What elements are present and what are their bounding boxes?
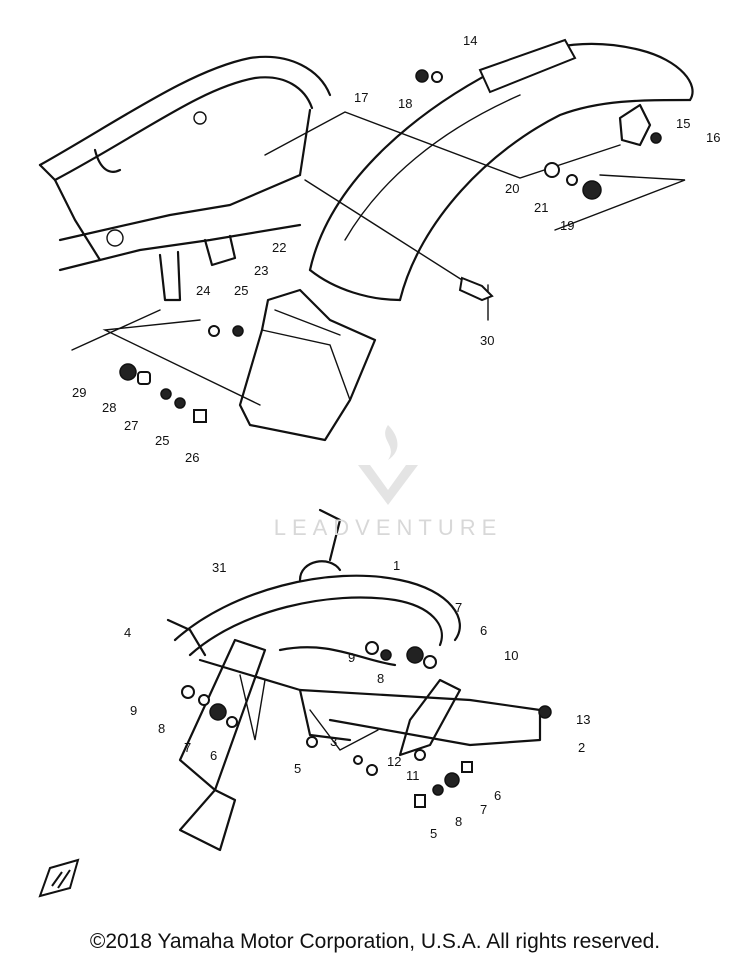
callout-26: 26 bbox=[185, 450, 199, 465]
callout-15: 15 bbox=[676, 116, 690, 131]
front-fender bbox=[166, 508, 461, 852]
callout-8a: 8 bbox=[377, 671, 384, 686]
callout-19: 19 bbox=[560, 218, 574, 233]
callout-7a: 7 bbox=[455, 600, 462, 615]
callout-5b: 5 bbox=[430, 826, 437, 841]
callout-13: 13 bbox=[576, 712, 590, 727]
callout-5a: 5 bbox=[294, 761, 301, 776]
callout-24: 24 bbox=[196, 283, 210, 298]
callout-2: 2 bbox=[578, 740, 585, 755]
callout-14: 14 bbox=[463, 33, 477, 48]
top-callouts: 14 17 18 15 16 20 21 19 22 23 24 25 30 2… bbox=[72, 33, 720, 465]
bottom-hardware bbox=[181, 641, 552, 808]
fender-stays bbox=[198, 646, 542, 757]
callout-31: 31 bbox=[212, 560, 226, 575]
front-direction-arrow-icon bbox=[38, 858, 82, 903]
callout-7b: 7 bbox=[184, 740, 191, 755]
bottom-leader-lines bbox=[239, 674, 379, 751]
callout-29: 29 bbox=[72, 385, 86, 400]
callout-4: 4 bbox=[124, 625, 131, 640]
callout-17: 17 bbox=[354, 90, 368, 105]
callout-8c: 8 bbox=[455, 814, 462, 829]
callout-30: 30 bbox=[480, 333, 494, 348]
callout-1: 1 bbox=[393, 558, 400, 573]
callout-3: 3 bbox=[330, 734, 337, 749]
leadventure-logo-icon bbox=[358, 425, 418, 505]
callout-6b: 6 bbox=[210, 748, 217, 763]
frame-seat-outline bbox=[38, 55, 332, 351]
watermark: LEADVENTURE bbox=[268, 420, 508, 541]
callout-6c: 6 bbox=[494, 788, 501, 803]
top-hardware bbox=[119, 69, 662, 423]
watermark-text: LEADVENTURE bbox=[273, 515, 503, 540]
callout-8b: 8 bbox=[158, 721, 165, 736]
callout-22: 22 bbox=[272, 240, 286, 255]
callout-12: 12 bbox=[387, 754, 401, 769]
mud-flap bbox=[238, 288, 377, 442]
callout-28: 28 bbox=[102, 400, 116, 415]
callout-10: 10 bbox=[504, 648, 518, 663]
callout-20: 20 bbox=[505, 181, 519, 196]
copyright-notice: ©2018 Yamaha Motor Corporation, U.S.A. A… bbox=[89, 930, 661, 953]
callout-16: 16 bbox=[706, 130, 720, 145]
rear-fender bbox=[308, 38, 694, 302]
callout-25a: 25 bbox=[234, 283, 248, 298]
top-leader-lines bbox=[102, 111, 686, 406]
callout-21: 21 bbox=[534, 200, 548, 215]
bottom-callouts: 31 1 4 7 6 9 8 10 9 8 7 6 13 5 3 2 12 11… bbox=[124, 558, 590, 841]
callout-7c: 7 bbox=[480, 802, 487, 817]
callout-23: 23 bbox=[254, 263, 268, 278]
callout-27: 27 bbox=[124, 418, 138, 433]
callout-6a: 6 bbox=[480, 623, 487, 638]
callout-18: 18 bbox=[398, 96, 412, 111]
callout-11: 11 bbox=[406, 768, 420, 783]
callout-9b: 9 bbox=[130, 703, 137, 718]
callout-25b: 25 bbox=[155, 433, 169, 448]
callout-9a: 9 bbox=[348, 650, 355, 665]
